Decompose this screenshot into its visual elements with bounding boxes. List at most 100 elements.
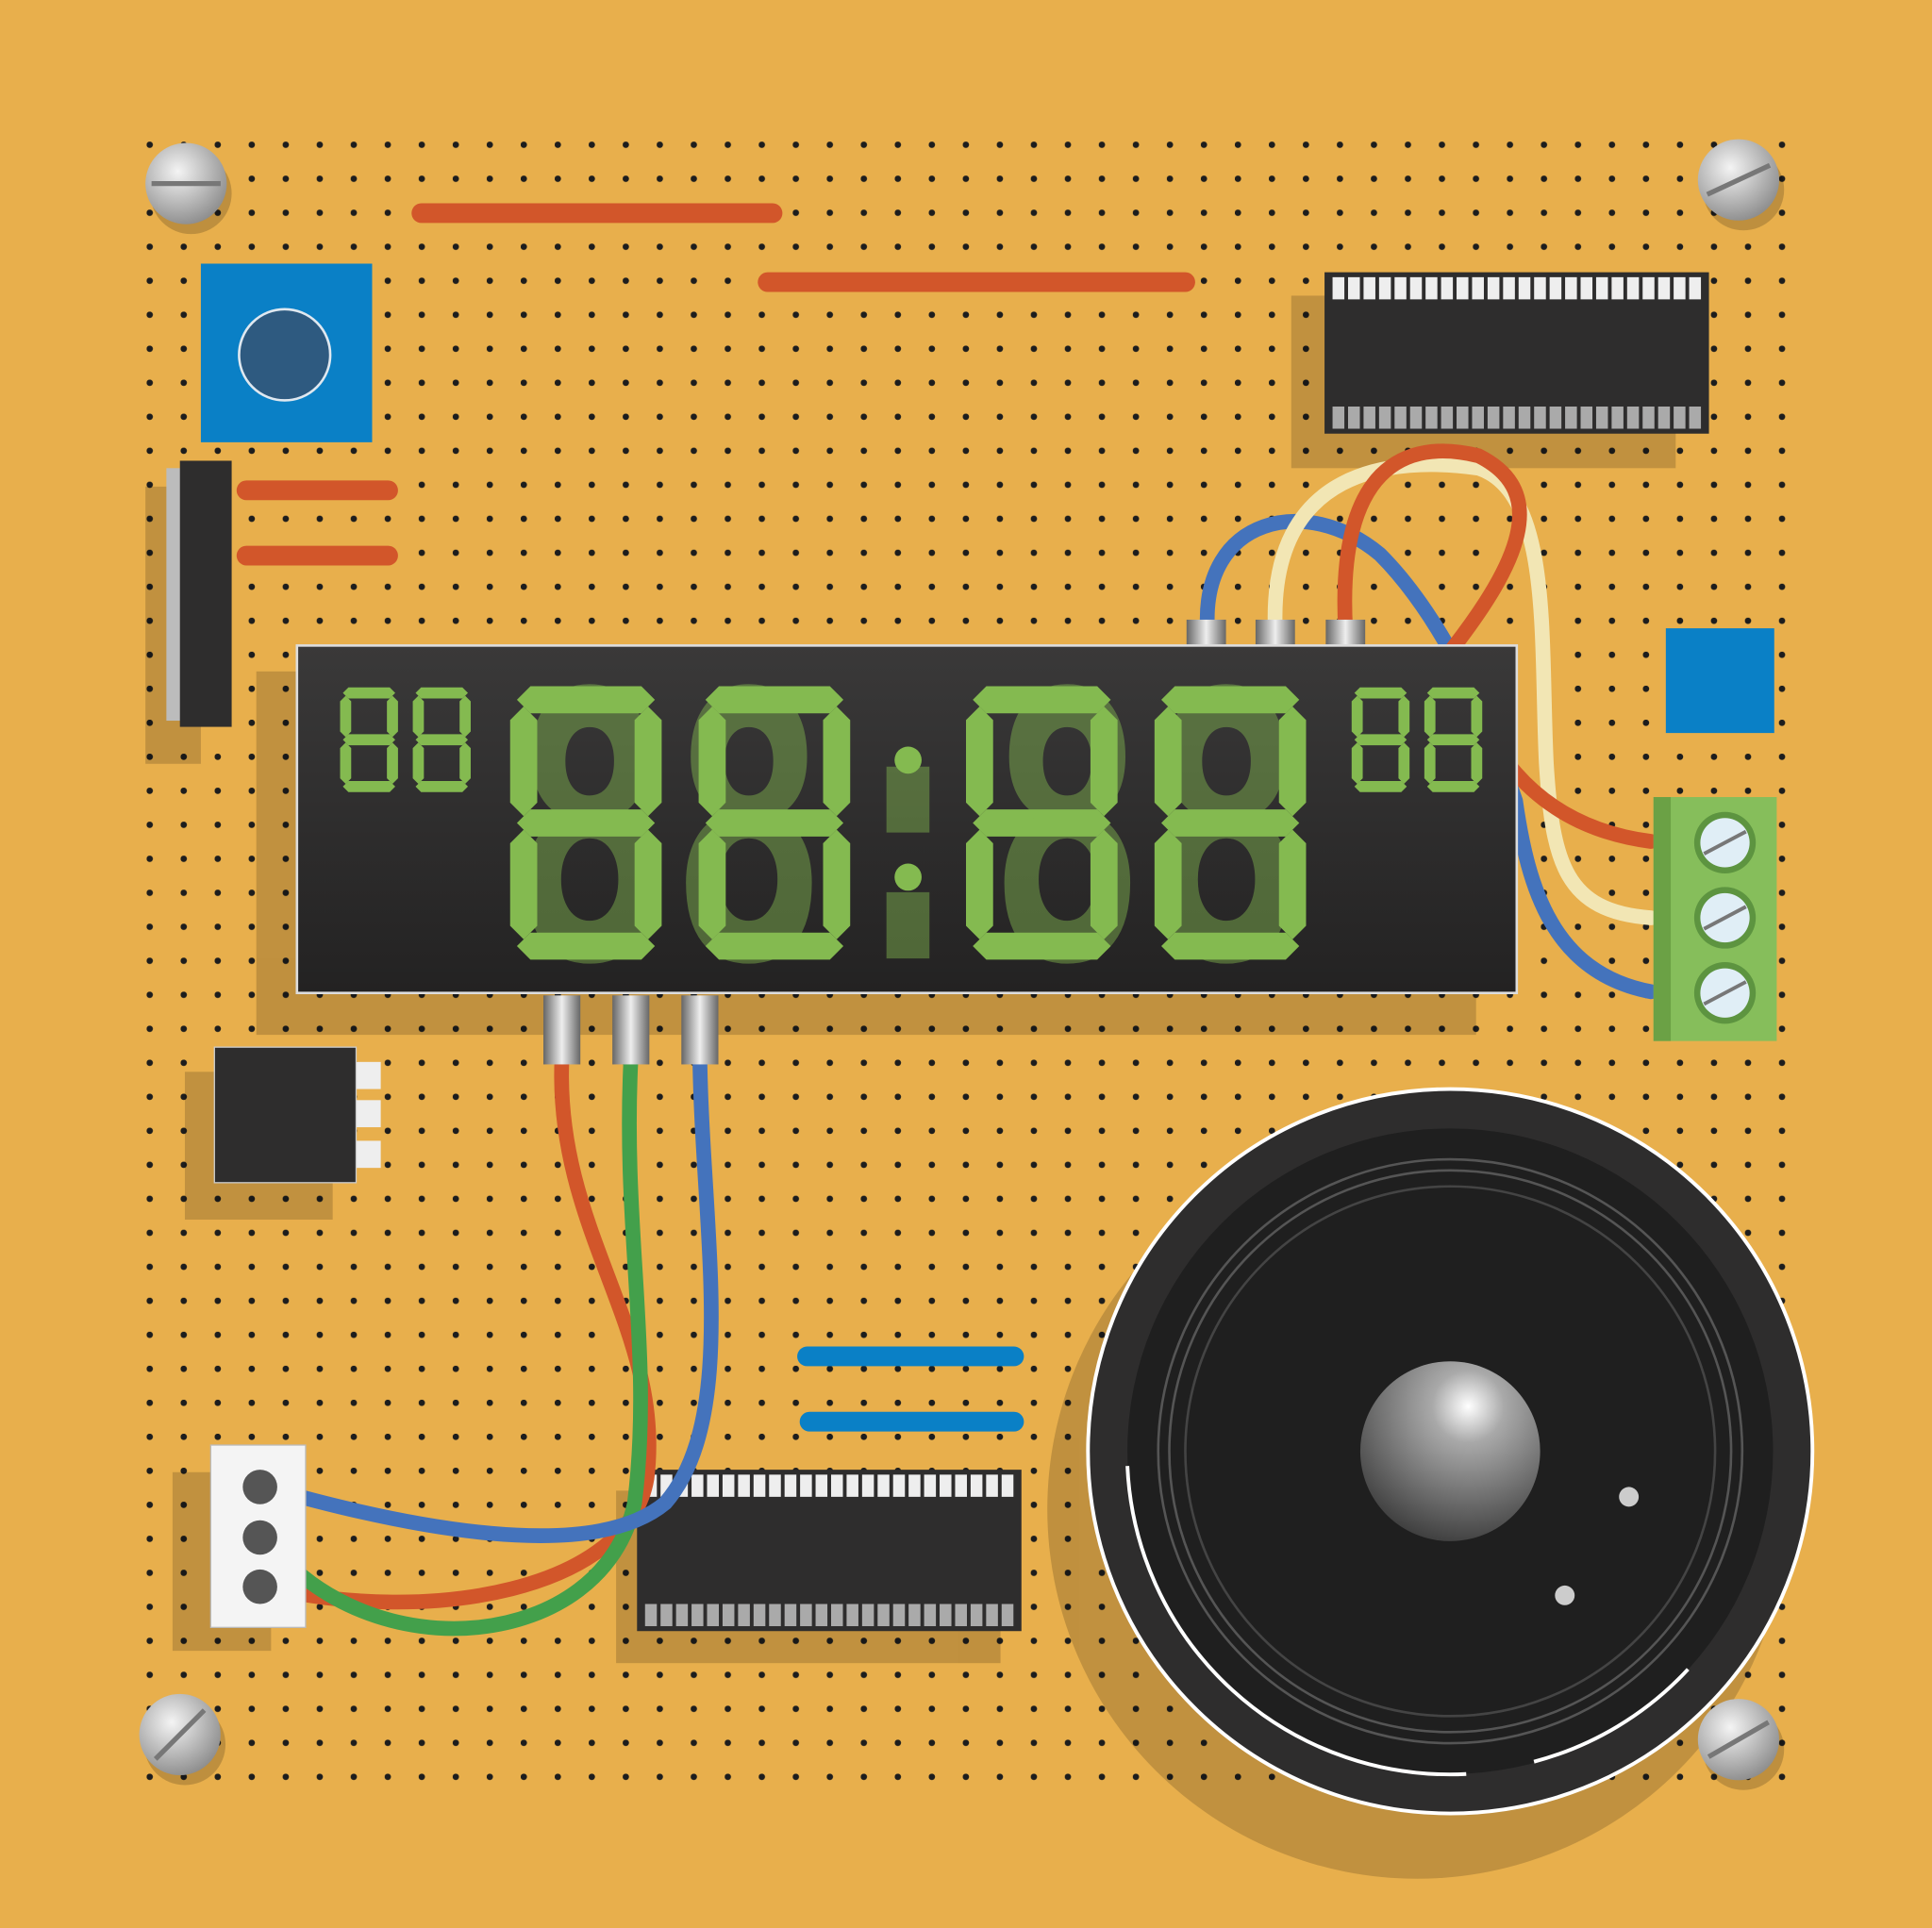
segment-b <box>634 706 662 817</box>
ic-pin <box>1657 407 1671 429</box>
ic-pin <box>970 1474 983 1497</box>
segment-e <box>340 742 352 784</box>
segment-f <box>1351 695 1363 738</box>
terminal-screw-icon[interactable] <box>1693 887 1757 949</box>
ic-pin <box>877 1604 890 1627</box>
segment-a <box>516 686 656 714</box>
ic-pin <box>1457 407 1469 429</box>
segment-g <box>1426 734 1480 746</box>
ic-pin <box>707 1604 720 1627</box>
ic-pin <box>1580 276 1593 300</box>
seven-segment-digit <box>1154 686 1307 960</box>
segment-f <box>340 695 352 738</box>
seven-segment-digit <box>1351 687 1410 792</box>
display-bottom-pins <box>543 995 719 1065</box>
segment-c <box>387 742 398 784</box>
segment-c <box>823 829 851 939</box>
segment-g <box>1161 809 1300 837</box>
seven-segment-digit <box>340 687 398 792</box>
colon-dot-bottom <box>894 863 922 891</box>
segment-b <box>1090 706 1118 817</box>
terminal-screw-icon[interactable] <box>1693 811 1757 874</box>
ic-pin <box>1689 407 1702 429</box>
ic-pin <box>1595 407 1608 429</box>
segment-f <box>1154 706 1182 817</box>
segment-b <box>459 695 471 738</box>
segment-c <box>1278 829 1307 939</box>
ic-pin <box>1332 276 1345 300</box>
colon-dot-top <box>894 746 922 774</box>
segment-b <box>1278 706 1307 817</box>
blue-jumper-wires <box>797 1346 1024 1432</box>
ic-pin <box>908 1604 921 1627</box>
screw-icon <box>145 142 232 235</box>
ic-pin <box>877 1474 890 1497</box>
connector <box>209 1444 307 1628</box>
display-bottom-wires <box>258 1052 719 1637</box>
ic-pin <box>1409 407 1423 429</box>
ic-pin <box>1425 276 1438 300</box>
segment-d <box>516 932 656 960</box>
ic-pin <box>675 1604 689 1627</box>
speaker-dome <box>1359 1361 1541 1541</box>
segment-c <box>1090 829 1118 939</box>
ic-pin <box>1595 276 1608 300</box>
ic-pin <box>1472 276 1484 300</box>
voltage-regulator <box>213 1046 381 1184</box>
segment-d <box>1161 932 1300 960</box>
ic-pin <box>707 1474 720 1497</box>
ic-pin <box>1534 407 1546 429</box>
ic-pin <box>769 1474 781 1497</box>
potentiometer[interactable] <box>200 263 373 442</box>
ic-pin <box>940 1474 952 1497</box>
segment-d <box>705 932 844 960</box>
segment-b <box>387 695 398 738</box>
seven-segment-digit <box>412 687 471 792</box>
ic-pin <box>1425 407 1438 429</box>
segment-d <box>1354 781 1407 792</box>
segment-a <box>1354 687 1407 699</box>
segment-e <box>1424 742 1436 784</box>
display-top-pins <box>1186 619 1366 647</box>
segment-a <box>415 687 469 699</box>
screw-terminal[interactable] <box>1653 797 1777 1041</box>
segment-f <box>698 706 726 817</box>
segment-a <box>973 686 1111 714</box>
ic-pin <box>784 1474 797 1497</box>
ic-pin <box>940 1604 952 1627</box>
ic-pin <box>1518 276 1531 300</box>
ic-pin <box>1611 407 1624 429</box>
main-time-digits: 88:88 <box>510 616 1307 1046</box>
screw-icon <box>139 1693 226 1786</box>
ic-pin <box>753 1604 766 1627</box>
ic-pin <box>1441 276 1454 300</box>
ic-pin <box>1657 276 1671 300</box>
segment-g <box>516 809 656 837</box>
ic-pin <box>955 1474 967 1497</box>
pin-header <box>166 460 232 727</box>
ic-pin <box>1674 407 1686 429</box>
segment-a <box>1161 686 1300 714</box>
ic-pin <box>1549 407 1562 429</box>
speaker <box>1086 1087 1815 1816</box>
segment-e <box>1351 742 1363 784</box>
blue-component <box>1665 628 1774 734</box>
ic-pin <box>1487 276 1500 300</box>
ic-pin <box>1626 276 1640 300</box>
ic-pin <box>738 1604 750 1627</box>
ic-pin <box>644 1604 658 1627</box>
segment-b <box>1398 695 1410 738</box>
ic-pin <box>830 1474 843 1497</box>
ic-chip-bottom <box>637 1470 1022 1632</box>
ic-pin <box>815 1474 828 1497</box>
ic-pin <box>1441 407 1454 429</box>
ic-pin <box>691 1474 704 1497</box>
terminal-screw-icon[interactable] <box>1693 962 1757 1024</box>
segment-b <box>1471 695 1483 738</box>
ic-pin <box>1001 1604 1014 1627</box>
ic-pin <box>1347 407 1360 429</box>
ic-pin <box>1378 276 1391 300</box>
ic-pin <box>1487 407 1500 429</box>
screw-icon <box>1697 139 1785 231</box>
ic-pin <box>1001 1474 1014 1497</box>
